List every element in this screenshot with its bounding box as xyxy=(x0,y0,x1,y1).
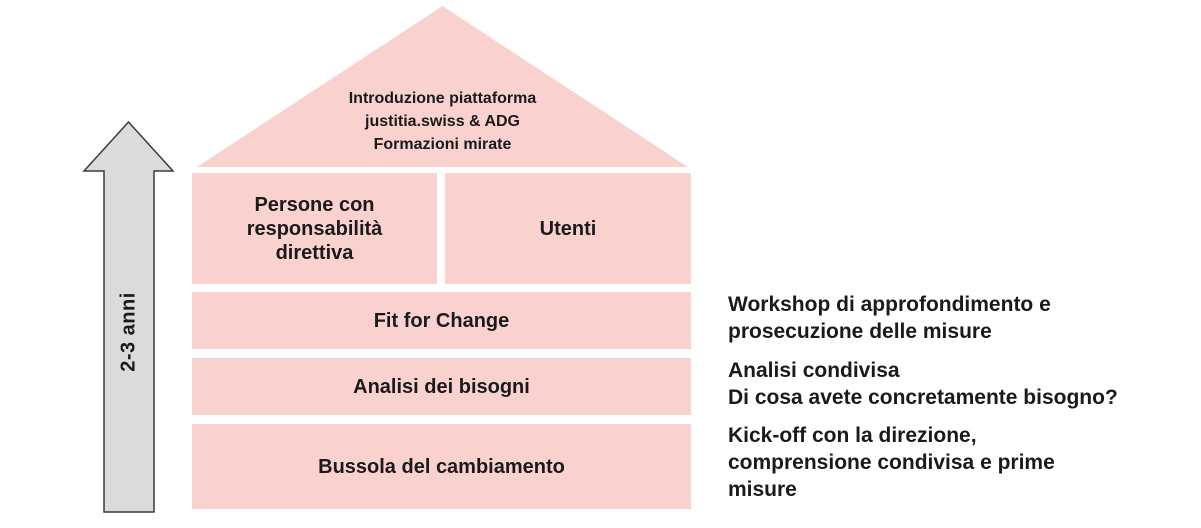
box-label: Bussola del cambiamento xyxy=(318,455,565,478)
box-label: Utenti xyxy=(539,217,597,240)
box-label: Persone con responsabilità direttiva xyxy=(246,193,383,264)
roof-triangle: Introduzione piattaforma justitia.swiss … xyxy=(197,6,688,167)
box-persone-responsabilita-direttiva: Persone con responsabilità direttiva xyxy=(192,173,437,284)
box-label: Analisi dei bisogni xyxy=(353,375,530,398)
box-analisi-dei-bisogni: Analisi dei bisogni xyxy=(192,358,691,415)
box-utenti: Utenti xyxy=(445,173,691,284)
box-label: Fit for Change xyxy=(373,309,510,332)
box-fit-for-change: Fit for Change xyxy=(192,292,691,349)
timeline-up-arrow xyxy=(82,120,175,513)
arrow-duration-label: 2-3 anni xyxy=(117,292,140,372)
note-bussola-del-cambiamento: Kick-off con la direzione, comprensione … xyxy=(728,424,1055,501)
box-bussola-del-cambiamento: Bussola del cambiamento xyxy=(192,424,691,509)
roof-label: Introduzione piattaforma justitia.swiss … xyxy=(348,90,537,153)
arrow-shape xyxy=(82,120,175,513)
note-fit-for-change: Workshop di approfondimento e prosecuzio… xyxy=(728,293,1051,343)
note-analisi-dei-bisogni: Analisi condivisa Di cosa avete concreta… xyxy=(728,359,1118,409)
